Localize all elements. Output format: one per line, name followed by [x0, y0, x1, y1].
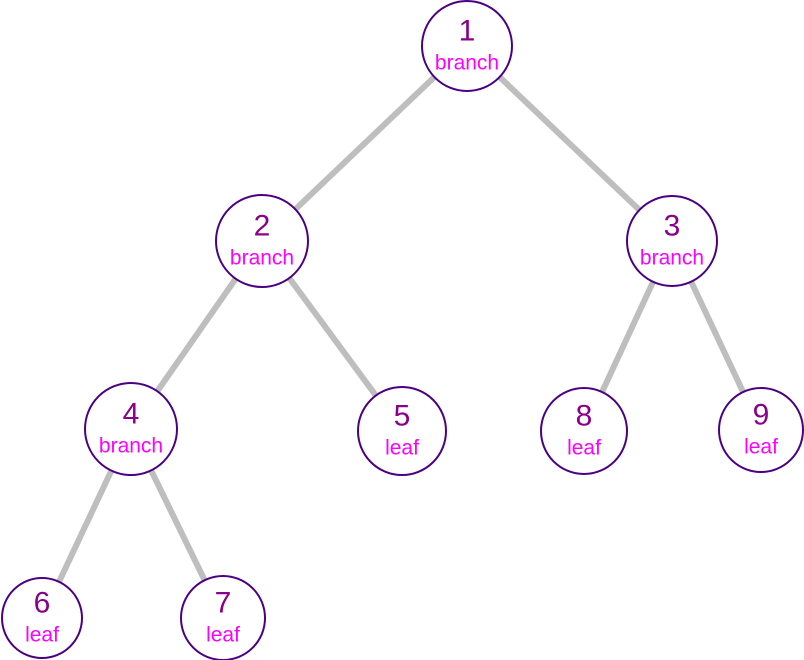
node-circle-4: [84, 382, 178, 476]
tree-edge-1-2: [259, 43, 470, 244]
node-number-4: 4: [123, 398, 140, 431]
edges-layer: [39, 43, 764, 620]
tree-node-7: 7 leaf: [180, 575, 266, 660]
node-type-label-7: leaf: [206, 624, 240, 647]
node-type-label-3: branch: [640, 247, 704, 270]
node-type-label-6: leaf: [25, 624, 59, 647]
tree-node-4: 4 branch: [84, 382, 178, 476]
node-circle-9: [718, 387, 804, 473]
tree-node-5: 5 leaf: [357, 386, 447, 476]
node-type-label-8: leaf: [567, 437, 601, 460]
tree-node-2: 2 branch: [215, 194, 309, 288]
node-circle-7: [180, 575, 266, 660]
node-number-8: 8: [576, 400, 593, 433]
node-circle-6: [1, 577, 83, 659]
node-number-7: 7: [215, 587, 232, 620]
tree-edge-1-3: [464, 43, 675, 244]
tree-node-1: 1 branch: [421, 0, 513, 92]
node-circle-8: [540, 387, 628, 475]
node-circle-3: [626, 195, 718, 287]
node-number-9: 9: [753, 399, 770, 432]
node-type-label-5: leaf: [385, 437, 419, 460]
node-type-label-2: branch: [230, 247, 294, 270]
node-type-label-1: branch: [435, 52, 499, 75]
node-number-2: 2: [254, 210, 271, 243]
tree-node-9: 9 leaf: [718, 387, 804, 473]
tree-node-3: 3 branch: [626, 195, 718, 287]
tree-node-8: 8 leaf: [540, 387, 628, 475]
node-type-label-4: branch: [99, 435, 163, 458]
node-circle-1: [421, 0, 513, 92]
node-circle-5: [357, 386, 447, 476]
node-type-label-9: leaf: [744, 436, 778, 459]
tree-node-6: 6 leaf: [1, 577, 83, 659]
node-number-3: 3: [664, 210, 681, 243]
node-number-5: 5: [394, 400, 411, 433]
node-circle-2: [215, 194, 309, 288]
node-number-1: 1: [459, 15, 476, 48]
node-number-6: 6: [34, 587, 51, 620]
